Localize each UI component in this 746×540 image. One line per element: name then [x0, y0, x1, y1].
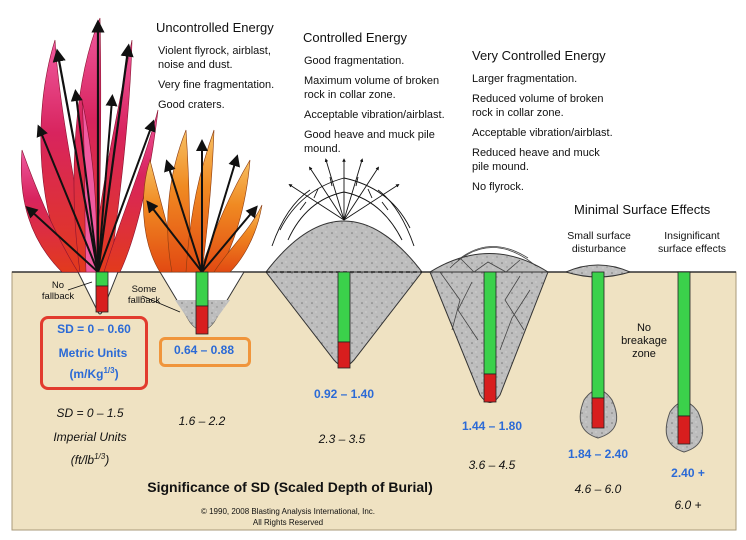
stemming-6: [677, 271, 691, 417]
label-line: Some: [131, 284, 157, 295]
effect-line: Acceptable vibration/airblast.: [304, 109, 445, 121]
flames-controlled-transition: [143, 129, 263, 273]
label-line: breakage: [621, 335, 667, 347]
copyright: © 1990, 2008 Blasting Analysis Internati…: [160, 506, 416, 528]
label-line: No: [636, 322, 652, 334]
mound-3: [264, 220, 424, 273]
effect-line: noise and dust.: [158, 59, 233, 71]
effect-line: rock in collar zone.: [472, 107, 564, 119]
heading-very-controlled: Very Controlled Energy: [472, 48, 606, 63]
metric-units: (m/Kg1/3): [44, 366, 144, 381]
label-line: fallback: [127, 295, 161, 306]
metric-units-label: Metric Units: [58, 346, 128, 360]
explosive-1: [95, 285, 109, 313]
copyright-line: © 1990, 2008 Blasting Analysis Internati…: [200, 507, 375, 516]
label-line: disturbance: [571, 243, 627, 255]
heading-uncontrolled: Uncontrolled Energy: [156, 20, 274, 35]
explosive-6: [677, 415, 691, 445]
explosive-2: [195, 305, 209, 335]
effects-uncontrolled: Violent flyrock, airblast, noise and dus…: [158, 44, 274, 112]
effect-line: Maximum volume of broken: [304, 75, 440, 87]
explosive-3: [337, 341, 351, 369]
units-base: (m/Kg: [69, 367, 104, 381]
units-close: ): [114, 367, 119, 381]
diagram-title: Significance of SD (Scaled Depth of Buri…: [147, 479, 433, 495]
effect-line: Violent flyrock, airblast,: [158, 45, 271, 57]
effect-line: Good fragmentation.: [304, 55, 405, 67]
effect-line: rock in collar zone.: [304, 89, 396, 101]
label-no-fallback: No fallback: [38, 280, 78, 302]
label-line: No: [51, 280, 65, 291]
stemming-4: [483, 271, 497, 375]
label-line: zone: [632, 348, 656, 360]
imperial-units: (ft/lb1/3): [36, 452, 144, 467]
metric-value-4: 1.44 – 1.80: [461, 419, 523, 433]
units-close: ): [105, 453, 110, 467]
effect-line: Larger fragmentation.: [472, 73, 578, 85]
label-small-surface: Small surface disturbance: [556, 230, 642, 256]
copyright-line: All Rights Reserved: [252, 518, 324, 527]
effect-line: No flyrock.: [472, 181, 524, 193]
metric-box-2: [159, 337, 251, 367]
units-base: (ft/lb: [70, 453, 95, 467]
label-some-fallback: Some fallback: [122, 284, 166, 306]
label-no-breakage: No breakage zone: [614, 322, 674, 361]
imperial-value-6: 6.0 +: [674, 498, 702, 512]
flames-uncontrolled: [21, 17, 159, 273]
heading-controlled: Controlled Energy: [303, 30, 408, 45]
units-exp: 1/3: [94, 452, 106, 461]
stemming-1: [95, 271, 109, 287]
effect-line: Acceptable vibration/airblast.: [472, 127, 613, 139]
label-insignificant: Insignificant surface effects: [644, 230, 740, 256]
stemming-2: [195, 271, 209, 307]
effect-line: Reduced volume of broken: [472, 93, 604, 105]
effect-line: Good heave and muck pile: [304, 129, 435, 141]
effect-line: Very fine fragmentation.: [158, 79, 275, 91]
stemming-3: [337, 271, 351, 343]
label-line: fallback: [41, 291, 75, 302]
effect-line: pile mound.: [472, 161, 529, 173]
imperial-value-2: 1.6 – 2.2: [178, 414, 226, 428]
stemming-5: [591, 271, 605, 399]
leader-no-fallback: [67, 281, 93, 291]
label-line: surface effects: [657, 243, 727, 255]
cracks-4: [439, 246, 537, 351]
label-line: Insignificant: [664, 230, 720, 242]
units-exp: 1/3: [103, 366, 115, 375]
imperial-units-label: Imperial Units: [53, 430, 127, 444]
effect-line: mound.: [304, 143, 341, 155]
heave-arrows-3: [271, 158, 415, 247]
surface-disturbance-5: [564, 264, 632, 278]
explosive-5: [591, 397, 605, 429]
metric-value-6: 2.40 +: [671, 466, 705, 480]
effect-line: Good craters.: [158, 99, 225, 111]
leader-some-fallback: [141, 295, 181, 313]
metric-box: [40, 316, 148, 390]
metric-value-3: 0.92 – 1.40: [313, 387, 375, 401]
label-line: Small surface: [567, 230, 631, 242]
imperial-value-5: 4.6 – 6.0: [574, 482, 622, 496]
explosive-4: [483, 373, 497, 403]
effect-line: Reduced heave and muck: [472, 147, 600, 159]
metric-value-5: 1.84 – 2.40: [567, 447, 629, 461]
imperial-value-3: 2.3 – 3.5: [318, 432, 366, 446]
imperial-sd-label: SD = 0 – 1.5: [56, 406, 124, 420]
metric-sd-label: SD = 0 – 0.60: [57, 322, 131, 336]
imperial-value-4: 3.6 – 4.5: [468, 458, 516, 472]
heading-minimal: Minimal Surface Effects: [574, 202, 711, 217]
effects-controlled: Good fragmentation. Maximum volume of br…: [304, 54, 445, 156]
metric-value-2: 0.64 – 0.88: [173, 343, 235, 357]
effects-very-controlled: Larger fragmentation. Reduced volume of …: [472, 72, 613, 194]
